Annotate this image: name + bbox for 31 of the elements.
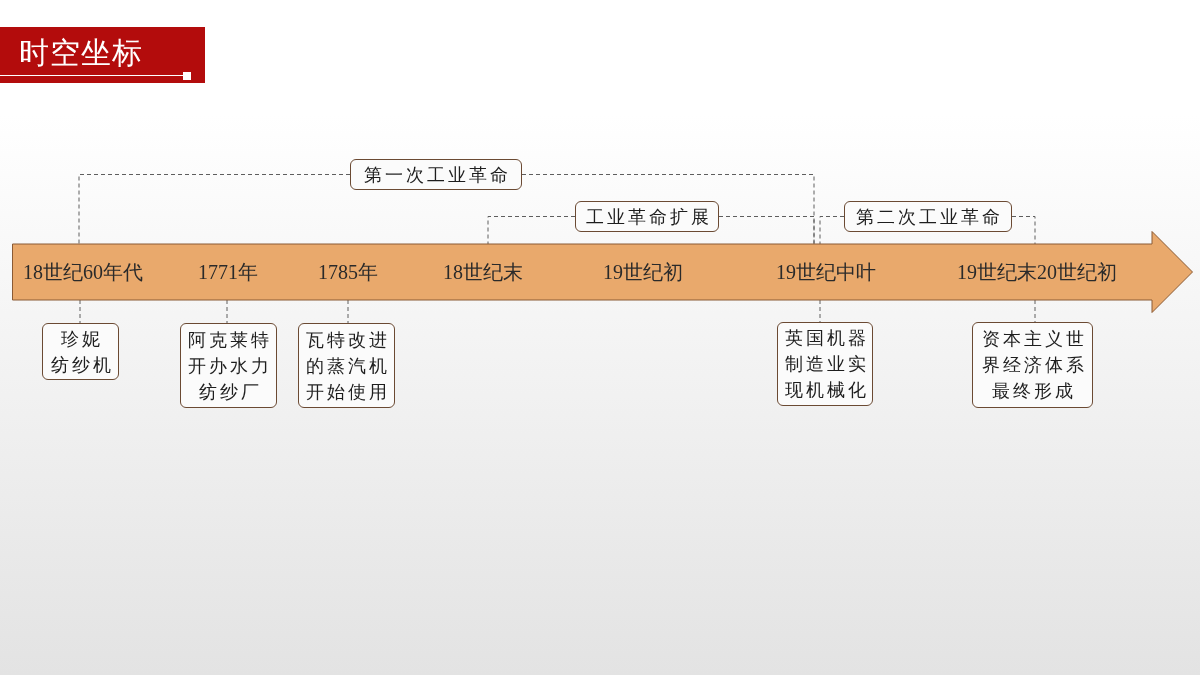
event-text: 瓦特改进的蒸汽机开始使用: [305, 328, 391, 404]
timeline-date: 18世纪60年代: [23, 260, 143, 284]
period-box: [575, 201, 719, 232]
timeline-date: 1771年: [198, 260, 258, 284]
bracket-line: [78, 174, 351, 245]
period-box: [350, 159, 522, 190]
timeline-date: 1785年: [318, 260, 378, 284]
event-box: [180, 323, 277, 408]
event-box: [972, 322, 1093, 408]
event-text: 资本主义世界经济体系最终形成: [980, 328, 1088, 403]
bracket-line: [487, 216, 576, 245]
timeline-date: 18世纪末: [443, 260, 523, 284]
bracket-line: [819, 216, 845, 245]
event-box: [42, 323, 119, 380]
event-text: 阿克莱特开办水力纺纱厂: [187, 328, 273, 404]
period-box: [844, 201, 1012, 232]
period-label: 第一次工业革命: [363, 163, 511, 186]
leader-line: [79, 299, 81, 324]
event-text: 英国机器制造业实现机械化: [783, 327, 870, 402]
bracket-line: [718, 216, 815, 245]
period-label: 第二次工业革命: [855, 205, 1003, 228]
leader-line: [226, 299, 228, 324]
timeline-date: 19世纪末20世纪初: [957, 260, 1117, 284]
timeline-date: 19世纪中叶: [776, 260, 876, 284]
period-label: 工业革命扩展: [584, 205, 712, 228]
leader-line: [347, 299, 349, 324]
event-text: 珍妮纺纱机: [49, 327, 114, 377]
event-box: [777, 322, 873, 406]
page-title: 时空坐标: [19, 35, 143, 71]
timeline-date: 19世纪初: [603, 260, 683, 284]
event-box: [298, 323, 395, 408]
